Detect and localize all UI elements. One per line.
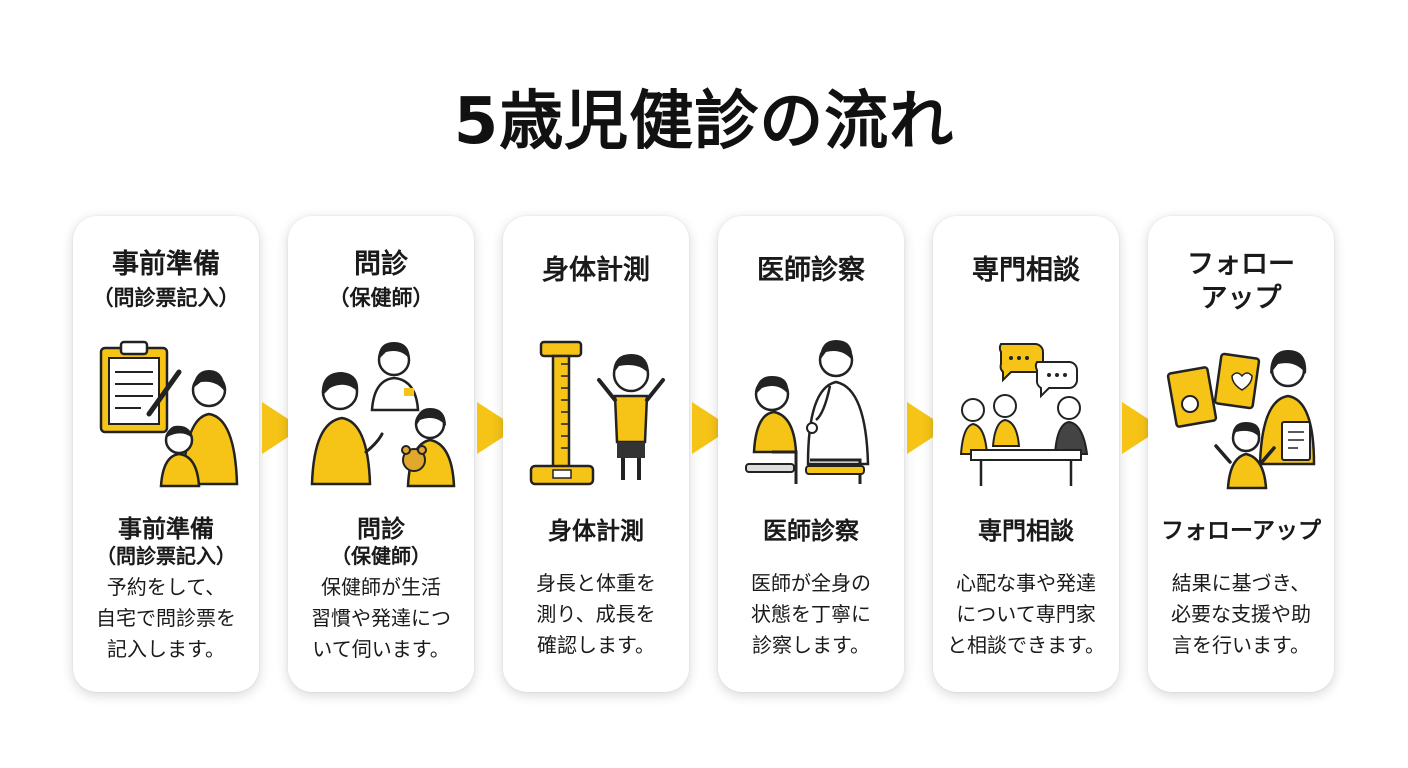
- nurse-interview-icon: [310, 342, 456, 488]
- step-heading: 事前準備: [112, 249, 220, 280]
- follow-up-documents-icon: [1166, 350, 1316, 490]
- step-heading: 専門相談: [972, 255, 1080, 286]
- step-label: 身体計測: [548, 517, 644, 545]
- step-label: 医師診察: [763, 517, 859, 545]
- height-scale-icon: [529, 340, 665, 486]
- step-description: 医師が全身の 状態を丁寧に 診察します。: [751, 571, 871, 657]
- step-heading: 問診: [354, 249, 408, 280]
- step-card-4: 医師診察 医師診察 医師が全身の 状態を丁寧に 診察します。: [718, 216, 904, 692]
- step-description: 予約をして、 自宅で問診票を 記入します。: [96, 575, 236, 661]
- step-card-6: フォロー アップ フォローアップ 結果に基づき、 必要な支援や助 言を行います。: [1148, 216, 1334, 692]
- step-description: 心配な事や発達 について専門家 と相談できます。: [947, 571, 1105, 657]
- step-label: 事前準備: [118, 515, 214, 543]
- clipboard-parent-child-icon: [99, 340, 239, 488]
- step-heading: 身体計測: [542, 255, 650, 286]
- step-label: 専門相談: [978, 517, 1074, 545]
- step-label-sub: （問診票記入）: [96, 544, 236, 568]
- step-card-2: 問診 （保健師） 問診 （保健師） 保健師が生活 習慣や発達につ いて伺います。: [288, 216, 474, 692]
- step-label: フォローアップ: [1160, 518, 1322, 544]
- step-heading: フォロー: [1187, 249, 1295, 280]
- step-heading-sub: （保健師）: [328, 286, 434, 310]
- step-label: 問診: [357, 515, 405, 543]
- step-card-5: 専門相談 専門相談 心配な事や発達 について専門家 と相談できます。: [933, 216, 1119, 692]
- page-title: 5歳児健診の流れ: [453, 85, 955, 159]
- step-description: 結果に基づき、 必要な支援や助 言を行います。: [1171, 571, 1311, 657]
- step-card-1: 事前準備 （問診票記入） 事前準備 （問診票記入） 予約をして、 自宅で問診票を…: [73, 216, 259, 692]
- consultation-speech-icon: [959, 343, 1089, 486]
- step-heading-sub: アップ: [1200, 283, 1282, 314]
- step-heading: 医師診察: [757, 255, 865, 286]
- step-description: 身長と体重を 測り、成長を 確認します。: [536, 571, 656, 657]
- step-heading-sub: （問診票記入）: [92, 286, 240, 310]
- step-card-3: 身体計測 身体計測 身長と体重を 測り、成長を 確認します。: [503, 216, 689, 692]
- doctor-stethoscope-icon: [745, 340, 870, 484]
- step-label-sub: （保健師）: [331, 544, 431, 568]
- step-description: 保健師が生活 習慣や発達につ いて伺います。: [311, 575, 451, 661]
